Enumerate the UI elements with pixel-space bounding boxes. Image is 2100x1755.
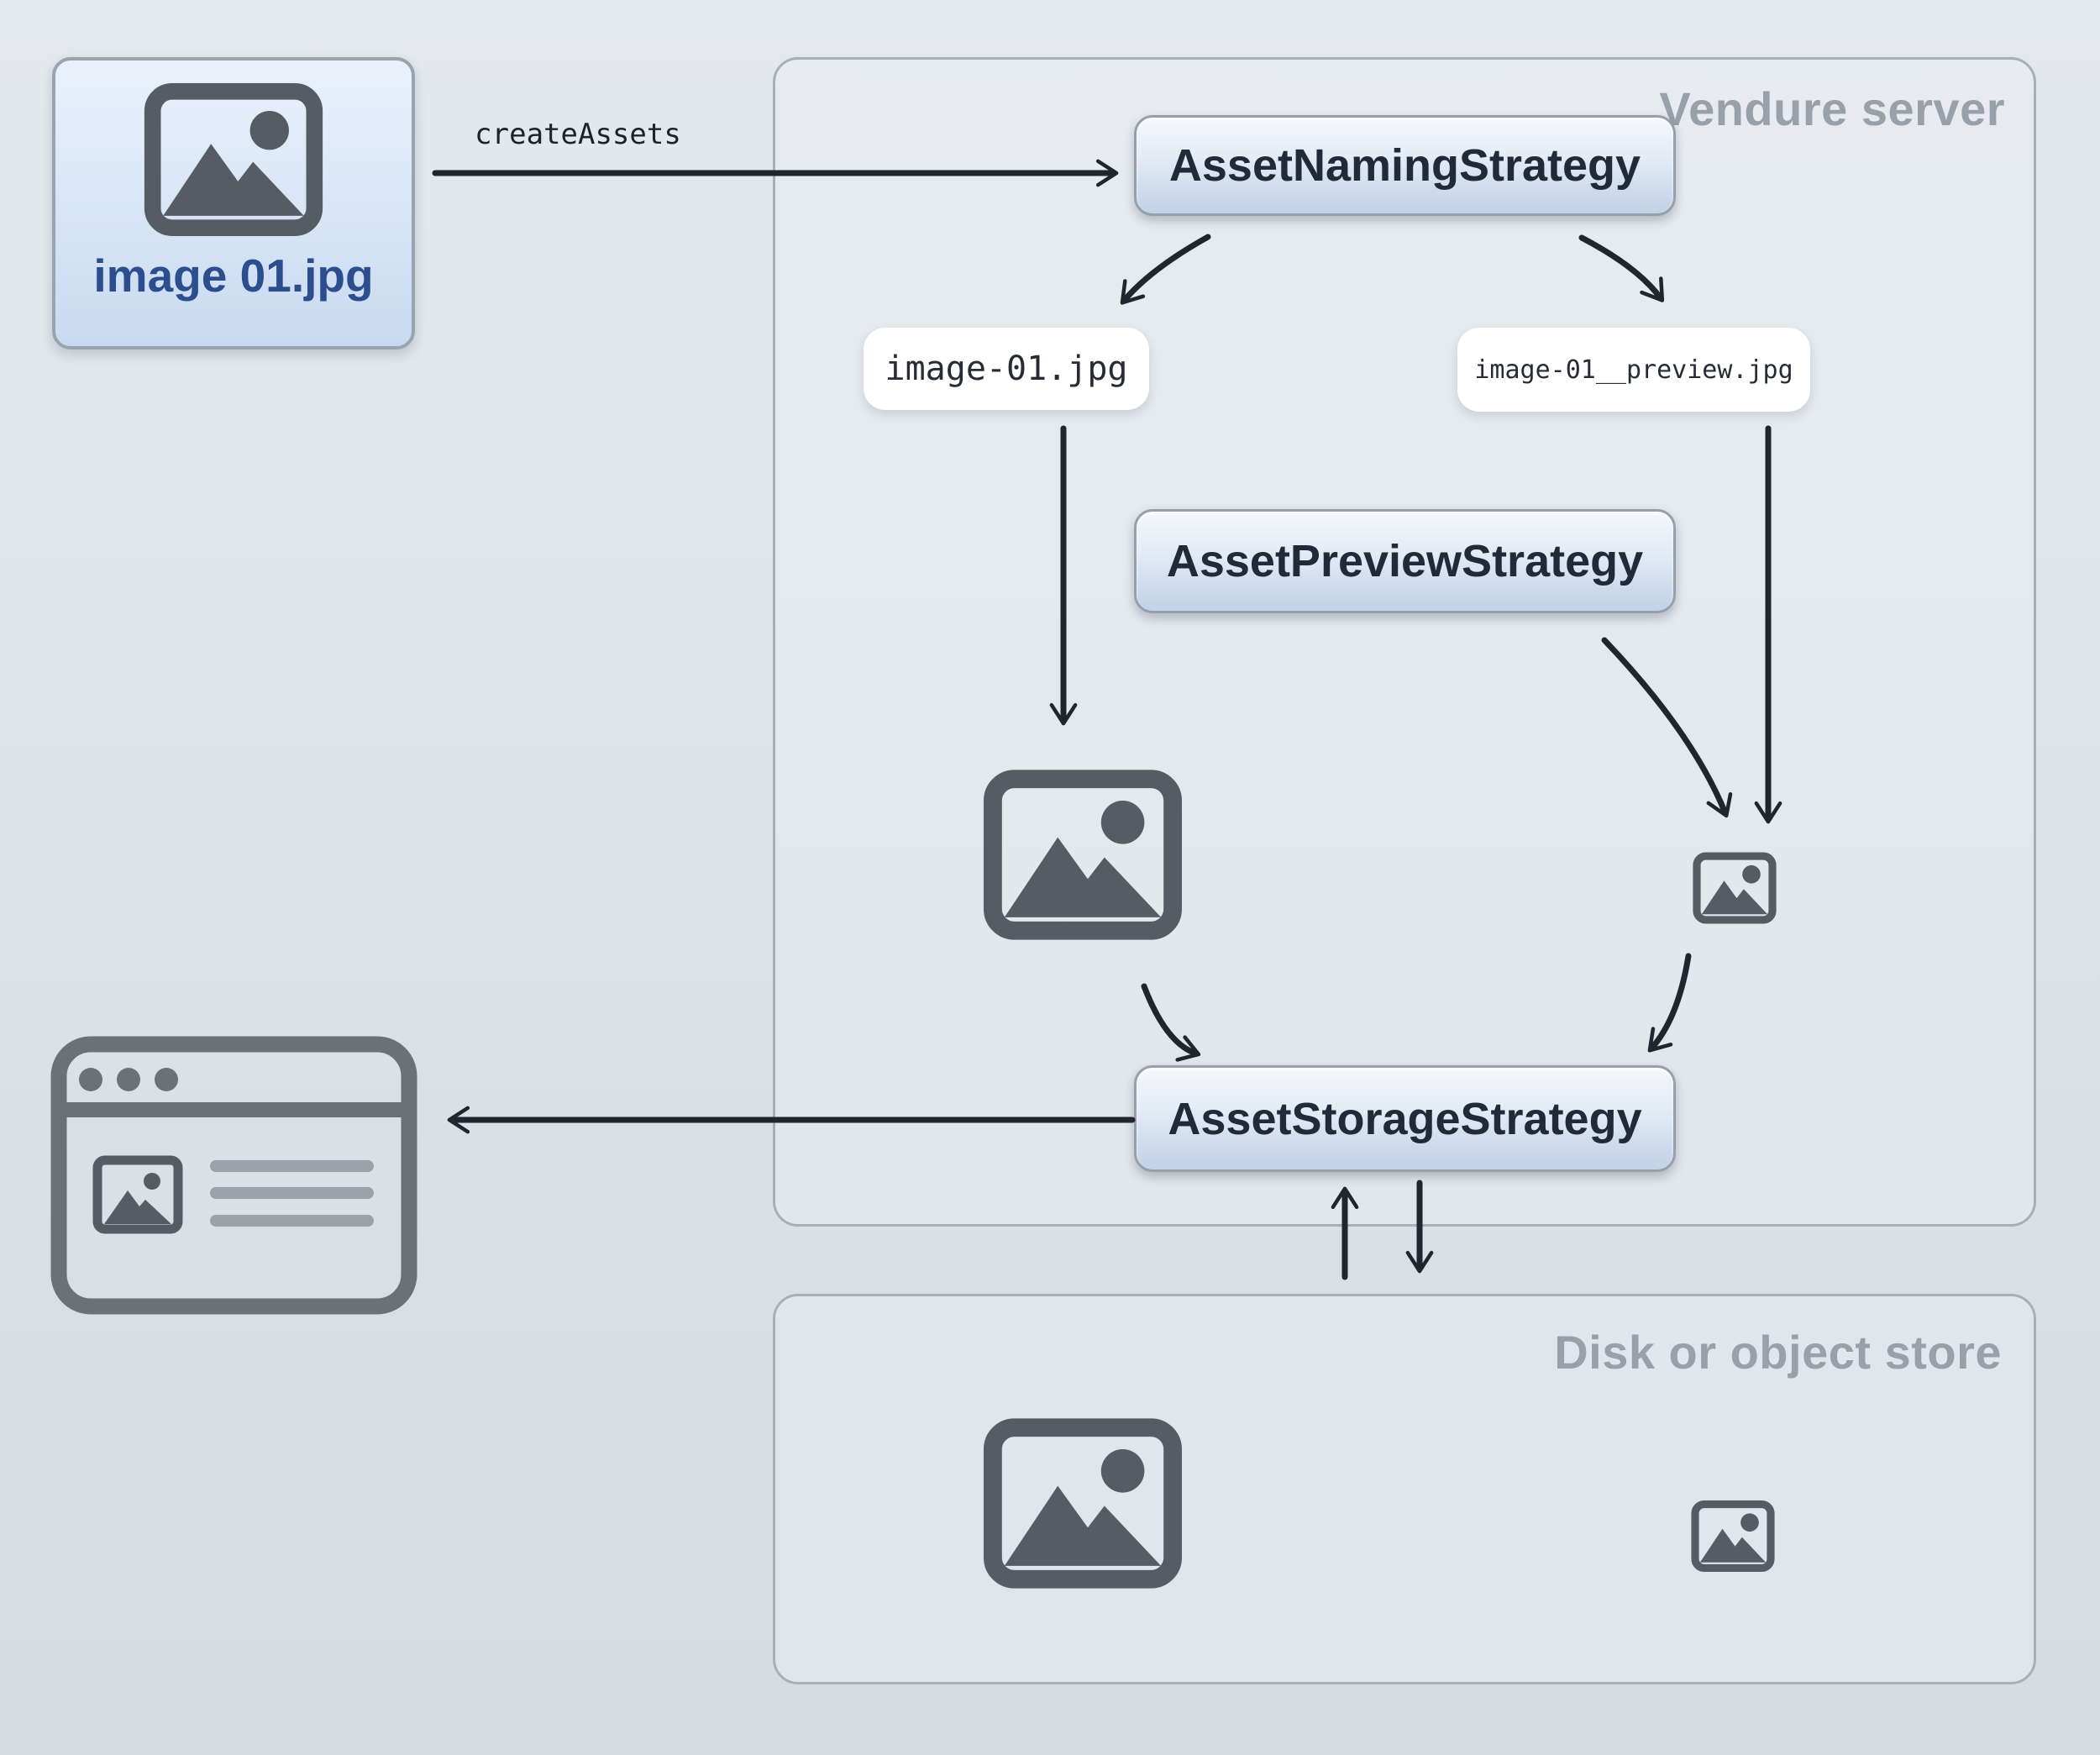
asset-preview-strategy-label: AssetPreviewStrategy bbox=[1166, 536, 1644, 586]
asset-naming-strategy-label: AssetNamingStrategy bbox=[1168, 140, 1641, 191]
image-icon bbox=[92, 1155, 183, 1234]
source-filename-chip: image-01.jpg bbox=[864, 328, 1149, 410]
preview-filename-chip: image-01__preview.jpg bbox=[1457, 328, 1810, 412]
preview-filename-label: image-01__preview.jpg bbox=[1474, 355, 1793, 385]
image-icon bbox=[983, 770, 1183, 940]
asset-storage-strategy-label: AssetStorageStrategy bbox=[1168, 1093, 1642, 1144]
disk-store-label: Disk or object store bbox=[1554, 1326, 2002, 1379]
disk-image-small bbox=[1691, 1500, 1775, 1577]
image-icon bbox=[1693, 852, 1777, 924]
disk-image-large bbox=[983, 1417, 1183, 1594]
disk-store-container: Disk or object store bbox=[773, 1294, 2036, 1684]
create-assets-edge-label: createAssets bbox=[475, 118, 681, 151]
asset-naming-strategy-node: AssetNamingStrategy bbox=[1134, 115, 1676, 216]
image-icon bbox=[983, 1418, 1183, 1589]
image-icon bbox=[1691, 1500, 1775, 1572]
asset-storage-strategy-node: AssetStorageStrategy bbox=[1134, 1065, 1676, 1172]
uploaded-file-label: image 01.jpg bbox=[93, 250, 374, 302]
uploaded-file-node: image 01.jpg bbox=[52, 57, 415, 349]
browser-window bbox=[50, 1036, 417, 1319]
image-icon bbox=[144, 83, 323, 236]
preview-image-small bbox=[1693, 852, 1777, 928]
vendure-server-label: Vendure server bbox=[1659, 82, 2005, 135]
vendure-server-container: Vendure server bbox=[773, 57, 2036, 1227]
source-filename-label: image-01.jpg bbox=[885, 349, 1128, 388]
asset-preview-strategy-node: AssetPreviewStrategy bbox=[1134, 509, 1676, 613]
source-image-large bbox=[983, 769, 1183, 945]
browser-window-icon bbox=[50, 1036, 417, 1315]
